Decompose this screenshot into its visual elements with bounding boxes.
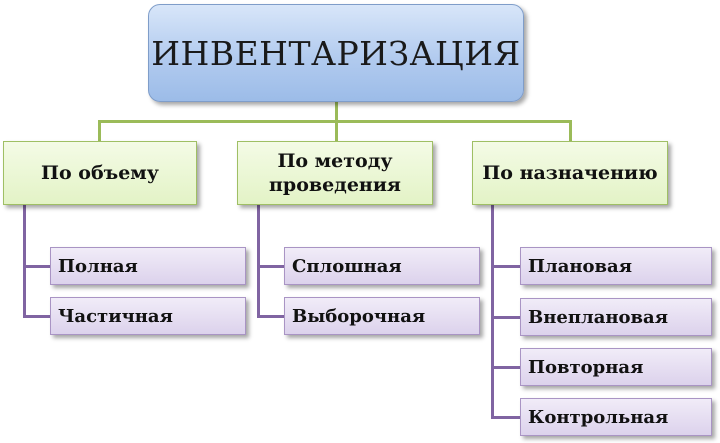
leaf-label: Полная bbox=[58, 255, 138, 277]
root-connector-vertical bbox=[335, 100, 338, 122]
category-2-connector bbox=[335, 120, 338, 142]
branch-3-tick-2 bbox=[491, 316, 520, 319]
branch-3-tick-1 bbox=[491, 265, 520, 268]
branch-3-tick-3 bbox=[491, 366, 520, 369]
leaf-node: Повторная bbox=[520, 348, 712, 386]
branch-3-tick-4 bbox=[491, 416, 520, 419]
leaf-node: Внеплановая bbox=[520, 298, 712, 336]
branch-1-vertical bbox=[23, 203, 26, 318]
leaf-node: Контрольная bbox=[520, 398, 712, 436]
category-node-purpose: По назначению bbox=[472, 141, 668, 205]
root-label: ИНВЕНТАРИЗАЦИЯ bbox=[151, 33, 521, 73]
branch-3-vertical bbox=[491, 205, 494, 419]
category-label: По назначению bbox=[482, 162, 658, 184]
leaf-node: Выборочная bbox=[284, 297, 480, 335]
branch-2-vertical bbox=[257, 205, 260, 318]
branch-2-tick-2 bbox=[257, 315, 284, 318]
category-3-connector bbox=[569, 120, 572, 142]
leaf-label: Внеплановая bbox=[528, 306, 669, 328]
leaf-label: Сплошная bbox=[292, 255, 402, 277]
leaf-node: Частичная bbox=[50, 297, 246, 335]
leaf-node: Сплошная bbox=[284, 247, 480, 285]
root-node: ИНВЕНТАРИЗАЦИЯ bbox=[148, 4, 524, 102]
leaf-node: Полная bbox=[50, 247, 246, 285]
branch-1-tick-1 bbox=[23, 265, 50, 268]
category-node-method: По методу проведения bbox=[237, 141, 433, 205]
category-label: По объему bbox=[41, 162, 159, 184]
branch-2-tick-1 bbox=[257, 265, 284, 268]
leaf-label: Выборочная bbox=[292, 305, 426, 327]
leaf-label: Частичная bbox=[58, 305, 173, 327]
leaf-label: Повторная bbox=[528, 356, 644, 378]
category-node-volume: По объему bbox=[3, 141, 197, 205]
leaf-label: Плановая bbox=[528, 255, 633, 277]
category-1-connector bbox=[98, 120, 101, 142]
leaf-label: Контрольная bbox=[528, 406, 669, 428]
leaf-node: Плановая bbox=[520, 247, 712, 285]
branch-1-tick-2 bbox=[23, 315, 50, 318]
category-label: По методу проведения bbox=[269, 150, 401, 196]
